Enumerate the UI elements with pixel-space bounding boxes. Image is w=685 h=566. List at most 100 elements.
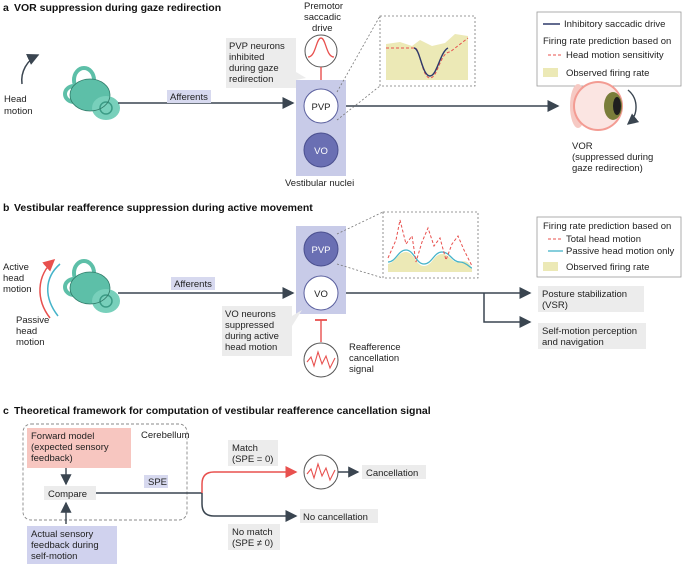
pvp-callout-1: PVP neurons [229,41,285,52]
reafference-signal-trace [306,350,336,370]
active-motion-arrow [39,259,56,319]
passive-label-3: motion [16,337,45,348]
zoom-line-b1 [336,211,384,235]
reafference-label-3: signal [349,364,374,375]
vo-callout-4: head motion [225,342,277,353]
selfmotion-label-1: Self-motion perception [542,326,637,337]
compare-box [44,486,96,500]
eye-rotation-arrow [626,89,640,125]
pvp-callout-2: inhibited [229,52,264,63]
vo-callout-3: during active [225,331,279,342]
pvp-label-b: PVP [311,245,330,256]
pvp-node-b [303,231,339,267]
panel-a-letter: a [3,2,9,14]
premotor-signal-circle [304,34,338,68]
afferents-tag-b [171,277,215,290]
panel-b-title: Vestibular reafference suppression durin… [14,202,313,214]
active-label-2: head [3,273,24,284]
vor-label-3: gaze redirection) [572,163,643,174]
vor-label-1: VOR [572,141,593,152]
legend-observed-b: Observed firing rate [566,262,649,273]
legend-observed-swatch-b [543,262,558,271]
pvp-callout-pointer [296,72,306,80]
afferents-label-b: Afferents [174,279,212,290]
compare-label: Compare [48,489,87,500]
cancellation-label: Cancellation [366,468,418,479]
inhibitory-trace-a [413,47,449,77]
legend-observed-swatch-a [543,68,558,77]
zoom-line-a1 [336,15,381,93]
inner-ear-icon-b [63,259,120,313]
actual-feedback-box [27,526,117,564]
vo-node-a [303,132,339,168]
premotor-label-1: Premotor [304,1,343,12]
cerebellum-region [22,423,188,521]
active-label-1: Active [3,262,29,273]
vo-label-a: VO [314,146,328,157]
vor-label-2: (suppressed during [572,152,653,163]
actual-label-1: Actual sensory [31,529,94,540]
legend-box-b [536,216,682,278]
head-motion-label-2: motion [4,106,33,117]
total-motion-trace-b [387,219,473,267]
match-label-2: (SPE = 0) [232,454,273,465]
premotor-signal-trace [307,37,335,58]
afferents-tag-a [167,90,211,103]
legend-total: Total head motion [566,234,641,245]
nomatch-label-2: (SPE ≠ 0) [232,538,273,549]
head-motion-label-1: Head [4,94,27,105]
zoom-line-b2 [336,263,384,279]
inner-ear-icon [63,66,120,120]
nomatch-label-1: No match [232,527,273,538]
selfmotion-output-arrow [483,293,532,328]
actual-label-3: self-motion [31,551,77,562]
vo-label-b: VO [314,289,328,300]
posture-box [538,286,644,312]
cancellation-box [362,465,426,479]
head-sensitivity-trace-a [386,37,469,79]
no-cancellation-box [300,509,378,523]
forward-label-2: (expected sensory [31,442,109,453]
vo-callout-box [222,306,292,356]
vo-callout-1: VO neurons [225,309,276,320]
legend-box-a [536,11,682,87]
premotor-label-2: saccadic [304,12,341,23]
cancellation-signal-trace [306,462,336,482]
forward-model-box [27,428,131,468]
eye-icon [570,81,623,131]
vo-callout-2: suppressed [225,320,274,331]
panel-a-title: VOR suppression during gaze redirection [14,2,221,14]
panel-b-letter: b [3,202,9,214]
reafference-label-2: cancellation [349,353,399,364]
spe-label: SPE [148,477,167,488]
selfmotion-box [538,323,646,349]
pvp-callout-3: during gaze [229,63,279,74]
pvp-callout-box [226,38,296,88]
match-branch-arrow [201,466,298,493]
legend-observed-a: Observed firing rate [566,68,649,79]
legend-head-sensitivity: Head motion sensitivity [566,50,664,61]
panel-c-title: Theoretical framework for computation of… [14,405,431,417]
no-cancellation-label: No cancellation [303,512,368,523]
zoom-line-a2 [336,85,381,121]
vo-node-b [303,275,339,311]
actual-label-2: feedback during [31,540,99,551]
head-motion-arrow [21,53,40,85]
posture-label-1: Posture stabilization [542,289,627,300]
passive-label-1: Passive [16,315,49,326]
match-box [228,440,278,466]
premotor-label-3: drive [312,23,333,34]
forward-label-1: Forward model [31,431,94,442]
cerebellum-label: Cerebellum [141,430,190,441]
pvp-node-a [303,88,339,124]
selfmotion-label-2: and navigation [542,337,604,348]
vestibular-nuclei-label: Vestibular nuclei [285,178,354,189]
legend-passive-only: Passive head motion only [566,246,675,257]
legend-pred-heading-b: Firing rate prediction based on [543,221,671,232]
match-label-1: Match [232,443,258,454]
observed-firing-b [388,252,472,272]
forward-label-3: feedback) [31,453,73,464]
vo-callout-pointer [292,310,302,326]
legend-pred-heading-a: Firing rate prediction based on [543,36,671,47]
